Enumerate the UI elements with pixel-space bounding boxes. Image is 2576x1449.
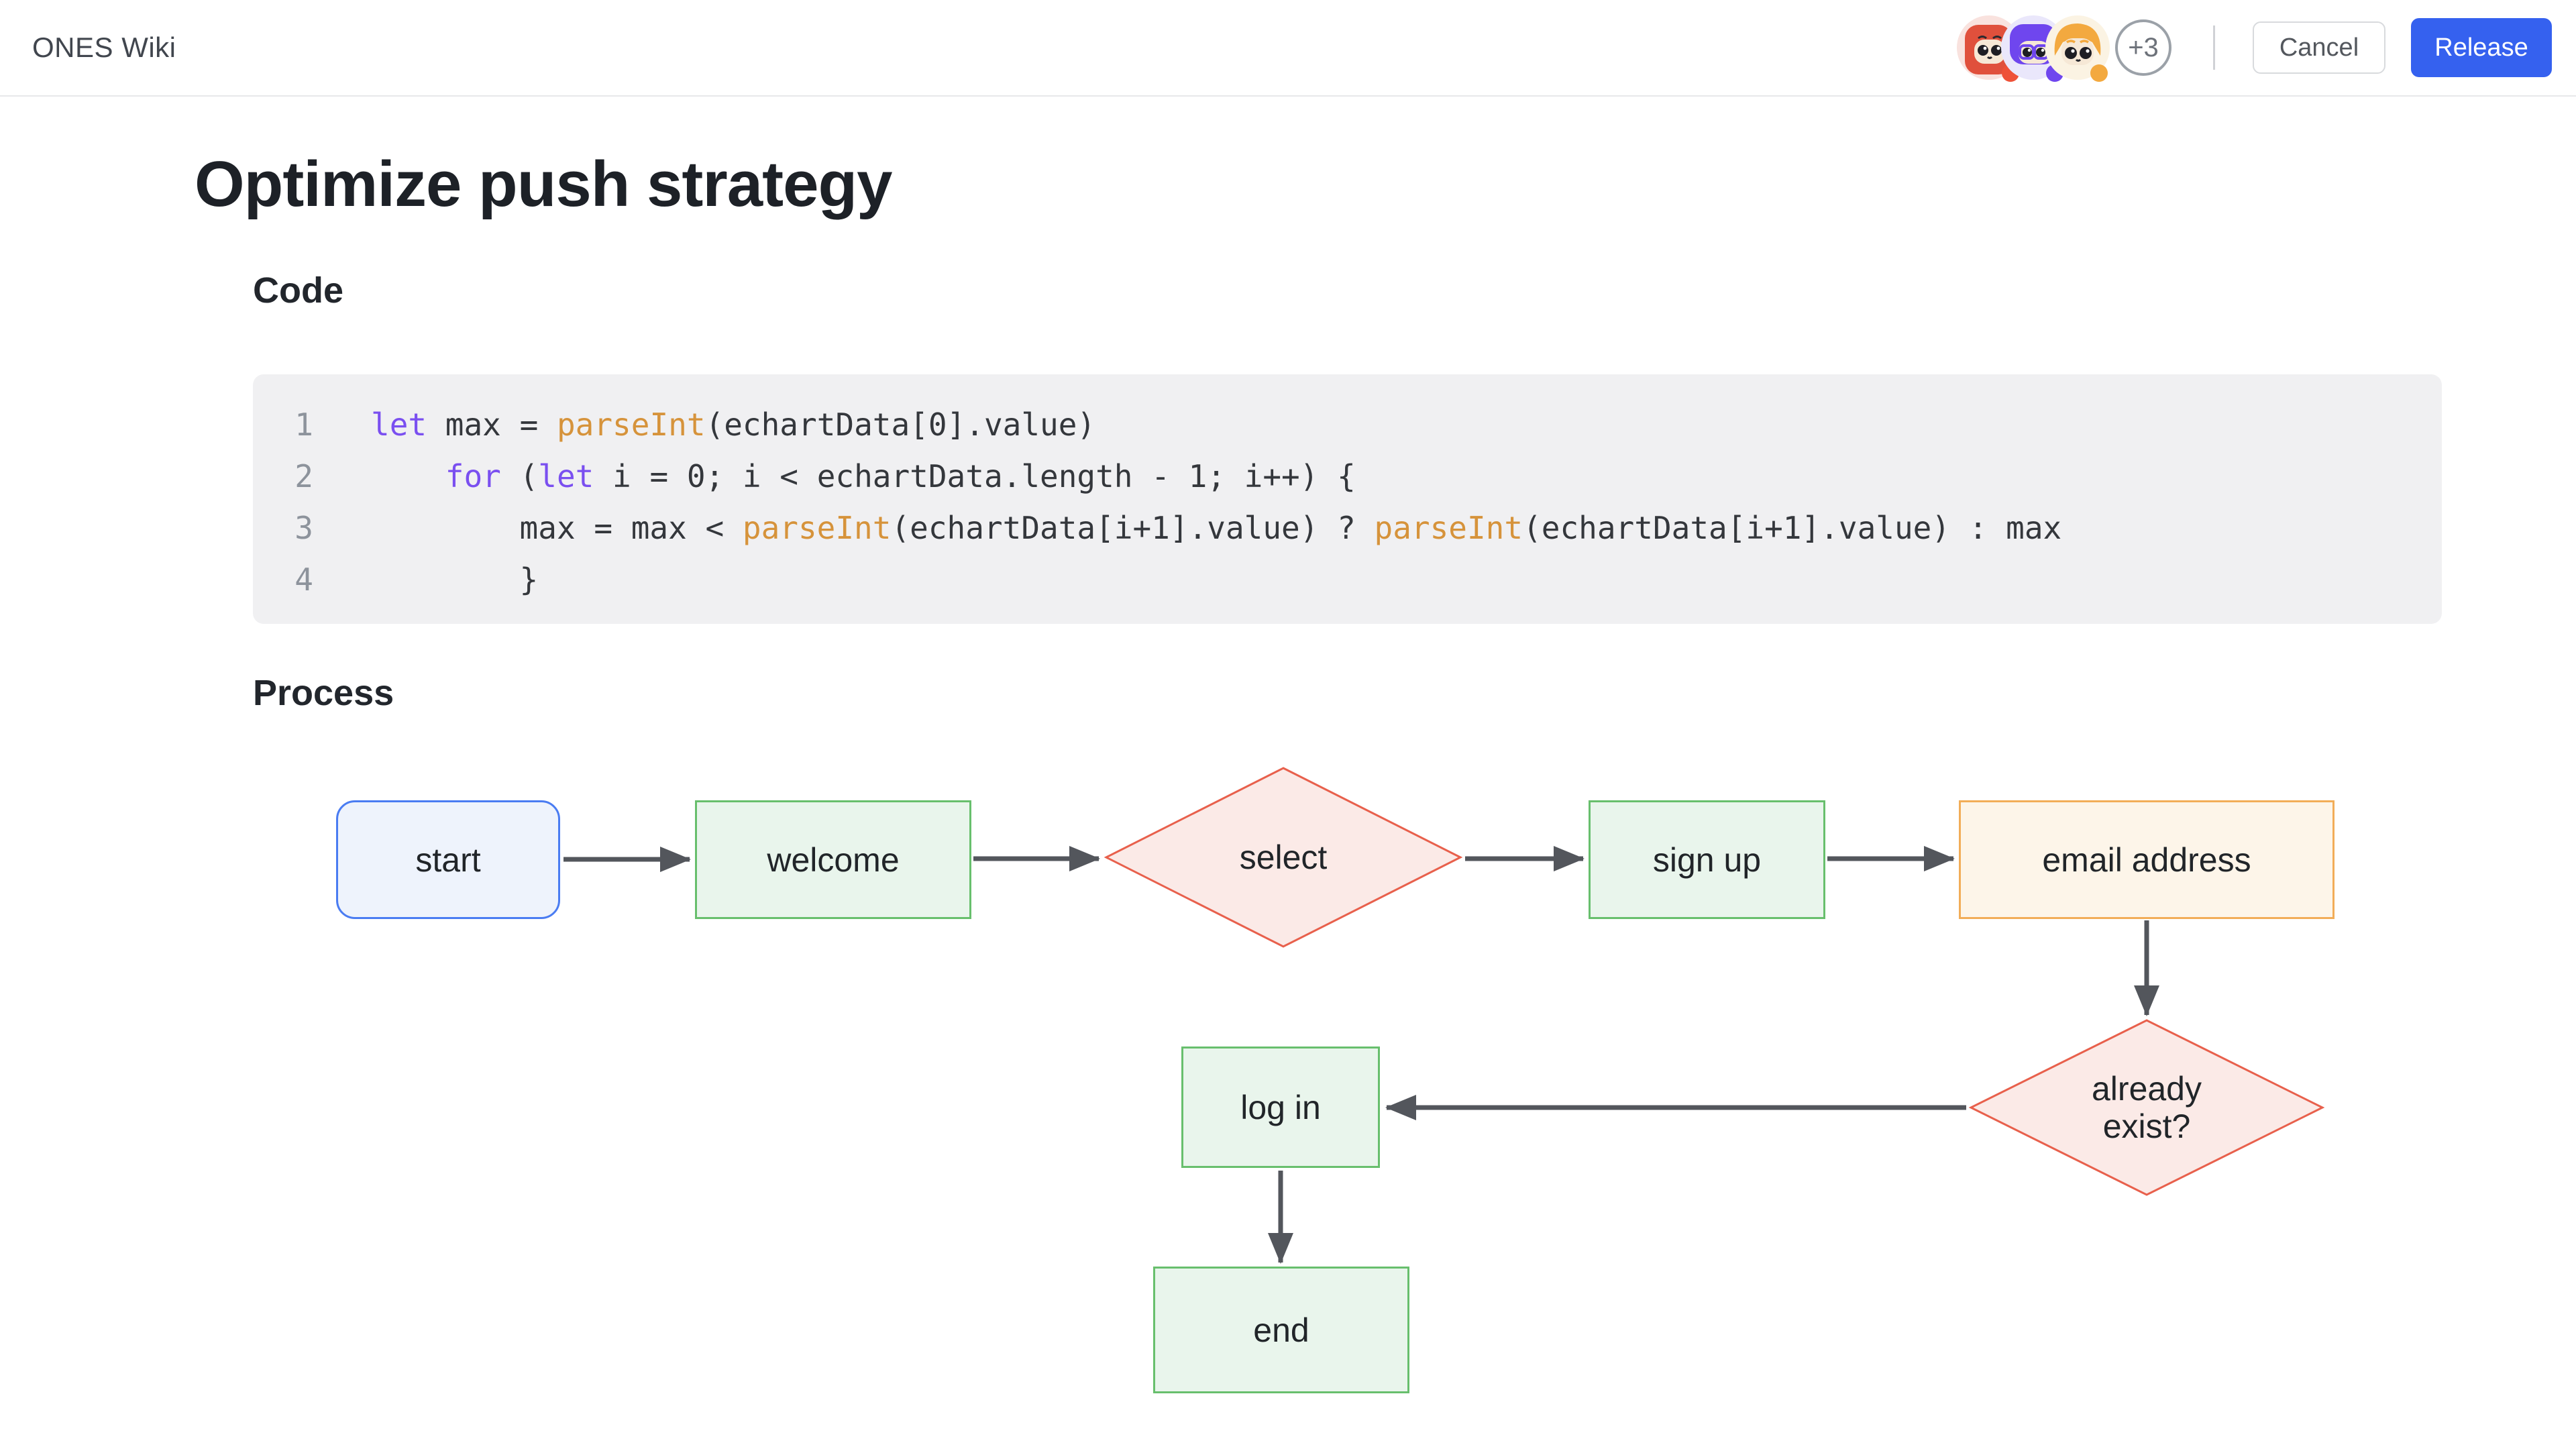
code-line: 3 max = max < parseInt(echartData[i+1].v…	[253, 502, 2442, 553]
page-title[interactable]: Optimize push strategy	[195, 148, 893, 220]
flow-node-log-in[interactable]: log in	[1181, 1046, 1380, 1168]
line-number: 3	[294, 509, 313, 546]
flow-node-email-address[interactable]: email address	[1959, 800, 2334, 919]
flow-node-sign-up[interactable]: sign up	[1589, 800, 1825, 919]
code-line: 4 }	[253, 553, 2442, 605]
status-dot	[2090, 64, 2108, 82]
code-line: 2 for (let i = 0; i < echartData.length …	[253, 450, 2442, 502]
more-collaborators-badge[interactable]: +3	[2115, 19, 2171, 76]
code-text: max = max < parseInt(echartData[i+1].val…	[371, 509, 2062, 546]
top-bar: ONES Wiki	[0, 0, 2576, 97]
process-flowchart[interactable]: start welcome select sign up email addre…	[0, 738, 2576, 1449]
flow-node-start[interactable]: start	[336, 800, 560, 919]
release-button[interactable]: Release	[2411, 18, 2552, 77]
flow-node-already-exist[interactable]: already exist?	[1968, 1019, 2325, 1196]
process-section-heading[interactable]: Process	[253, 673, 394, 713]
flowchart-connectors	[564, 846, 2159, 1264]
code-line: 1 let max = parseInt(echartData[0].value…	[253, 398, 2442, 450]
collaborator-avatar[interactable]	[2001, 15, 2065, 82]
code-text: for (let i = 0; i < echartData.length - …	[445, 458, 1356, 494]
code-block[interactable]: 1 let max = parseInt(echartData[0].value…	[253, 374, 2442, 624]
header-divider	[2213, 25, 2215, 70]
code-text: }	[371, 561, 539, 598]
flow-node-end[interactable]: end	[1153, 1267, 1409, 1393]
line-number: 2	[294, 458, 313, 494]
code-section-heading[interactable]: Code	[253, 270, 343, 311]
line-number: 1	[294, 406, 313, 443]
app-title: ONES Wiki	[32, 32, 176, 63]
line-number: 4	[294, 561, 313, 598]
flow-node-select[interactable]: select	[1104, 767, 1463, 948]
top-bar-actions: +3 Cancel Release	[1957, 15, 2552, 82]
code-text: let max = parseInt(echartData[0].value)	[371, 406, 1096, 443]
cancel-button[interactable]: Cancel	[2253, 21, 2385, 74]
flow-node-label: select	[1239, 839, 1328, 876]
collaborator-avatar[interactable]	[1957, 15, 2021, 82]
flow-node-welcome[interactable]: welcome	[695, 800, 971, 919]
collaborator-avatar[interactable]	[2045, 15, 2110, 82]
flow-node-label: already exist?	[2092, 1070, 2202, 1145]
